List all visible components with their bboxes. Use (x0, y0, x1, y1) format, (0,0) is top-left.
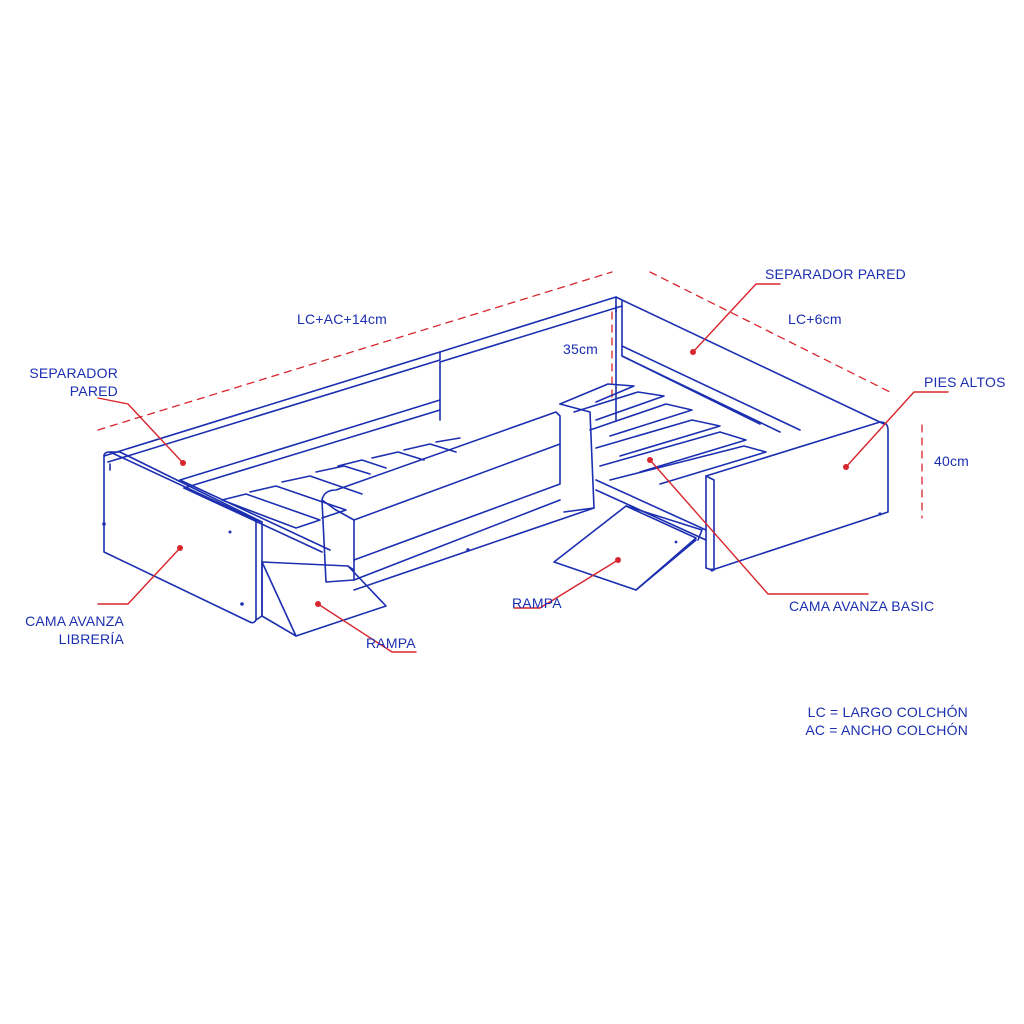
leader-pies-altos (845, 391, 949, 468)
label-separador-left: SEPARADOR PARED (20, 364, 118, 400)
dimension-lines (97, 271, 923, 519)
dot-cama-libreria (177, 545, 183, 551)
bolt-dots (102, 512, 882, 606)
dot-rampa-left (315, 601, 321, 607)
dot-separador-left (180, 460, 186, 466)
left-bed (103, 411, 595, 637)
dot-separador-right (690, 349, 696, 355)
dot-cama-basic (647, 457, 653, 463)
leader-separador-left (97, 397, 184, 464)
label-cama-libreria-line1: CAMA AVANZA (25, 613, 124, 629)
dim-rail-height-label: 35cm (563, 341, 599, 357)
label-cama-libreria-line2: LIBRERÍA (58, 631, 124, 647)
dot-pies-altos (843, 464, 849, 470)
legend: LC = LARGO COLCHÓN AC = ANCHO COLCHÓN (760, 703, 968, 739)
dim-short-side (649, 271, 891, 393)
label-cama-basic: CAMA AVANZA BASIC (789, 598, 935, 614)
leader-rampa-left (317, 603, 417, 653)
label-separador-right: SEPARADOR PARED (765, 266, 906, 282)
label-rampa-left: RAMPA (366, 635, 416, 651)
dim-long-side (97, 271, 613, 431)
label-separador-left-line2: PARED (69, 383, 118, 399)
callout-dots (177, 349, 849, 607)
dim-long-side-label: LC+AC+14cm (297, 311, 387, 327)
back-wall (103, 296, 623, 489)
label-rampa-right: RAMPA (512, 595, 562, 611)
leader-cama-basic (649, 459, 869, 595)
right-wall (615, 299, 885, 433)
legend-lc: LC = LARGO COLCHÓN (807, 704, 968, 720)
label-separador-left-line1: SEPARADOR (29, 365, 118, 381)
label-pies-altos: PIES ALTOS (924, 374, 1006, 390)
callout-leaders (97, 283, 949, 653)
dot-rampa-right (615, 557, 621, 563)
label-cama-libreria: CAMA AVANZA LIBRERÍA (10, 612, 124, 648)
leader-separador-right (692, 283, 781, 353)
leader-rampa-right (513, 559, 619, 609)
leader-cama-libreria (97, 547, 181, 605)
right-bed (553, 383, 889, 591)
dim-leg-height-label: 40cm (934, 453, 970, 469)
legend-ac: AC = ANCHO COLCHÓN (805, 722, 968, 738)
dim-short-side-label: LC+6cm (788, 311, 842, 327)
